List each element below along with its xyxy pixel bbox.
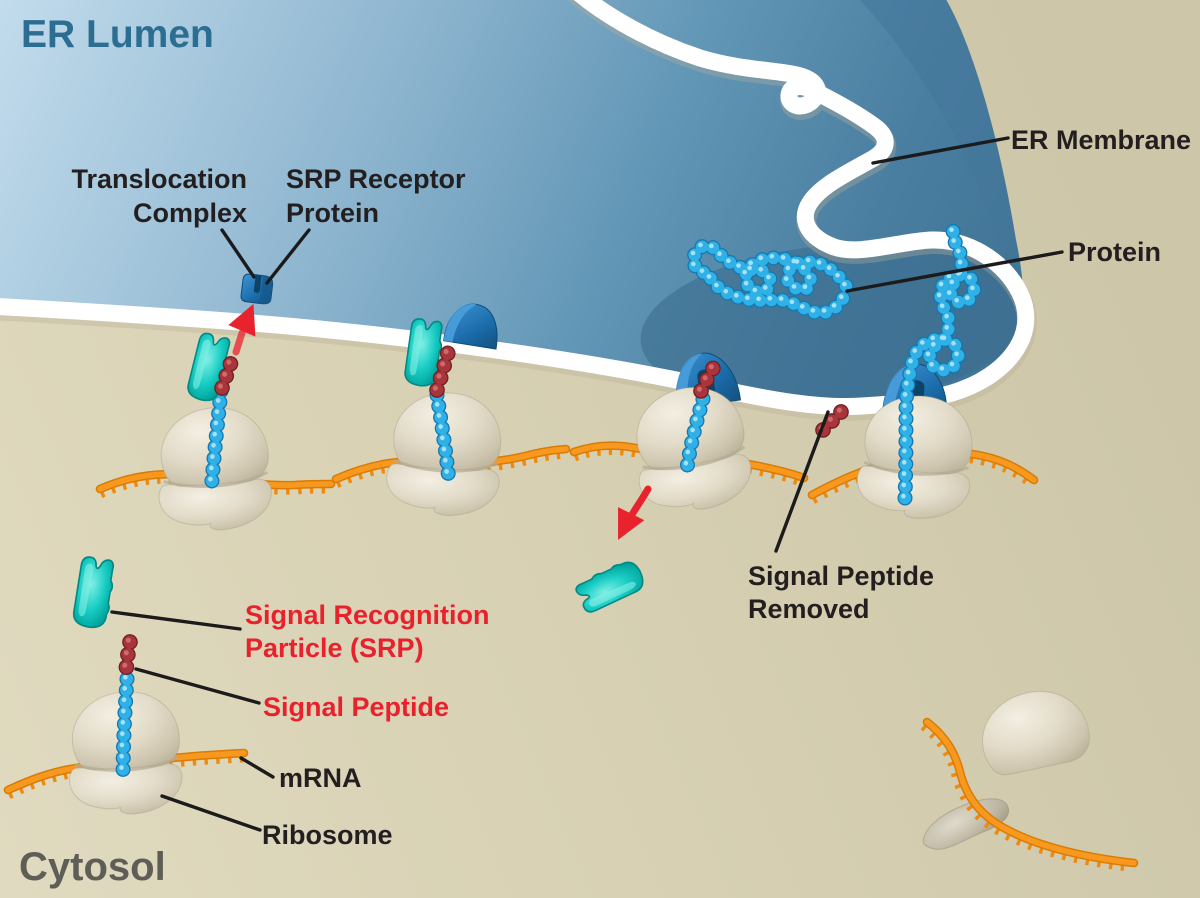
- translocation-complex-label-line2: Complex: [133, 198, 247, 228]
- pointer-ribosome: [160, 794, 262, 832]
- docking-arrow: [228, 303, 256, 356]
- pointer-mrna: [239, 756, 275, 779]
- ribosome-label: Ribosome: [262, 820, 393, 850]
- labels: ER Lumen Cytosol Translocation Complex S…: [19, 13, 1191, 889]
- srp-label-line2: Particle (SRP): [245, 633, 424, 663]
- signal-peptide-label: Signal Peptide: [263, 692, 449, 722]
- srp-release-arrow: [618, 485, 652, 540]
- dissociated-ribosome: [916, 681, 1134, 866]
- signal-peptide-removed-label-line1: Signal Peptide: [748, 561, 934, 591]
- mrna-label: mRNA: [279, 763, 362, 793]
- pointer-protein: [845, 250, 1064, 293]
- pointer-er-membrane: [871, 136, 1010, 165]
- translocation-complex-empty: [240, 273, 274, 305]
- srp-receptor-label-line1: SRP Receptor: [286, 164, 466, 194]
- pointer-signal-peptide-removed: [774, 410, 830, 553]
- srp-receptor-label-line2: Protein: [286, 198, 379, 228]
- protein-label: Protein: [1068, 237, 1161, 267]
- signal-peptide-legend: [124, 640, 130, 671]
- er-membrane-label: ER Membrane: [1011, 125, 1191, 155]
- nascent-chain-legend: [121, 677, 127, 779]
- er-lumen-label: ER Lumen: [21, 13, 214, 56]
- srp-label-line1: Signal Recognition: [245, 600, 490, 630]
- stage-translocating: [574, 348, 804, 616]
- pointer-srp-receptor: [265, 228, 311, 285]
- cytosol-label: Cytosol: [19, 845, 166, 889]
- stage-srp-bound: [100, 303, 331, 534]
- signal-peptide-removed-label-line2: Removed: [748, 594, 870, 624]
- translocation-complex-label-line1: Translocation: [71, 164, 247, 194]
- pointer-srp: [110, 610, 242, 631]
- pointer-translocation-complex: [220, 228, 256, 279]
- pointer-signal-peptide: [134, 667, 261, 705]
- pointer-lines: [110, 136, 1064, 832]
